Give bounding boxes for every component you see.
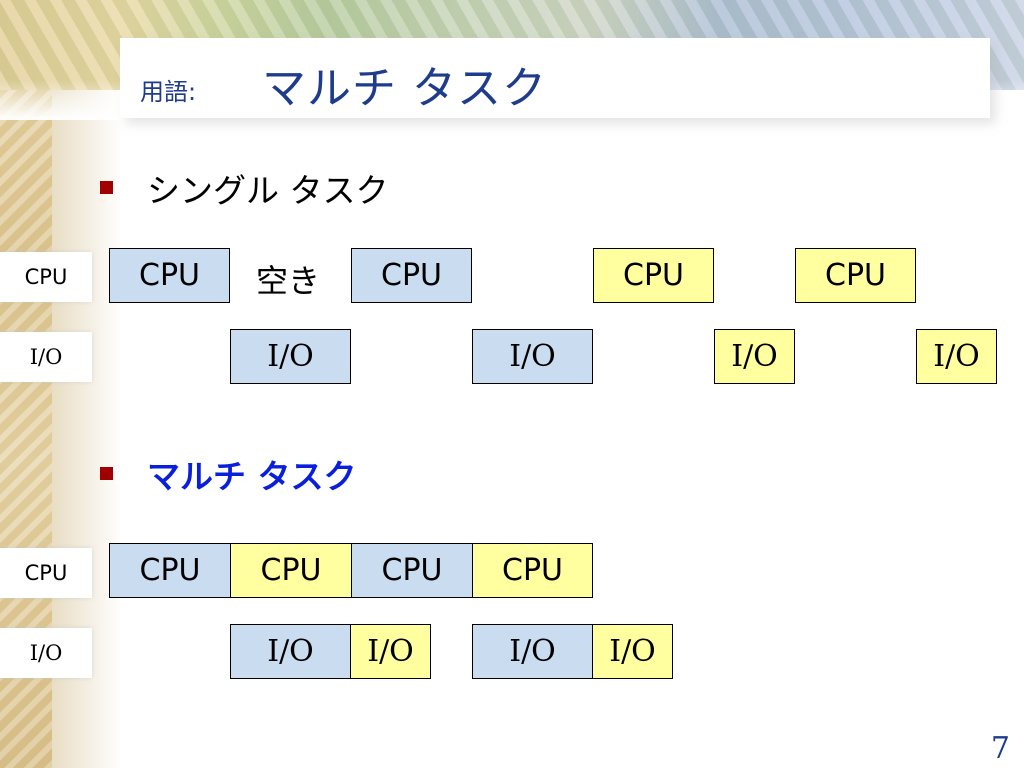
single-cpu-row-label: CPU [0, 252, 92, 302]
single-cpu-block: CPU [593, 248, 714, 303]
single-io-block: I/O [472, 329, 593, 384]
bullet-single-task [100, 181, 113, 194]
heading-multi-task: マルチ タスク [147, 457, 357, 496]
single-cpu-block: CPU [109, 248, 230, 303]
single-io-block: I/O [916, 329, 997, 384]
multi-io-block: I/O [592, 624, 673, 679]
slide-title: マルチ タスク [262, 63, 547, 114]
bullet-multi-task [100, 467, 113, 480]
heading-single-task: シングル タスク [147, 171, 389, 210]
single-cpu-block: CPU [351, 248, 472, 303]
single-idle-label: 空き [256, 262, 321, 300]
single-io-block: I/O [714, 329, 795, 384]
multi-cpu-block: CPU [351, 543, 473, 598]
multi-cpu-block: CPU [472, 543, 593, 598]
single-io-row-label: I/O [0, 332, 92, 382]
title-prefix: 用語: [140, 78, 197, 106]
multi-cpu-row-label: CPU [0, 548, 92, 598]
single-cpu-block: CPU [795, 248, 916, 303]
page-number: 7 [990, 731, 1010, 766]
multi-io-block: I/O [472, 624, 593, 679]
multi-io-block: I/O [230, 624, 351, 679]
multi-cpu-block: CPU [230, 543, 352, 598]
multi-io-block: I/O [350, 624, 431, 679]
single-io-block: I/O [230, 329, 351, 384]
multi-cpu-block: CPU [109, 543, 231, 598]
title-box [120, 38, 990, 118]
multi-io-row-label: I/O [0, 628, 92, 678]
